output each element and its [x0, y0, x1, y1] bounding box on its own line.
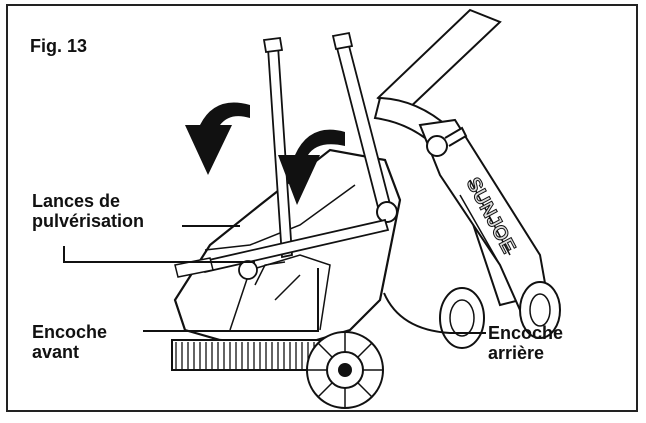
- front-notch-label-line2: avant: [32, 342, 80, 363]
- spray-lances-label: Lances de pulvérisation: [32, 191, 144, 231]
- curved-arrow-left: [185, 102, 250, 175]
- figure-label: Fig. 13: [30, 36, 88, 56]
- spray-lances-label-line1: Lances de: [32, 191, 121, 211]
- curved-arrow-right: [278, 129, 345, 205]
- adjustment-knob: [426, 126, 468, 157]
- rear-notch-label: Encoche arrière: [488, 323, 563, 363]
- rear-notch-label-line2: arrière: [488, 343, 545, 364]
- leader-lines: [63, 225, 486, 334]
- rear-wheels: [439, 281, 561, 349]
- front-notch-label: Encoche avant: [32, 322, 107, 362]
- spray-lances: [174, 31, 398, 280]
- front-notch-label-line1: Encoche: [32, 322, 108, 342]
- brush-strip: [171, 339, 323, 371]
- rotary-brush: [306, 331, 384, 409]
- handle-pole: [373, 8, 522, 307]
- rear-notch-label-line1: Encoche: [488, 323, 564, 343]
- spray-lances-label-line2: pulvérisation: [32, 211, 145, 232]
